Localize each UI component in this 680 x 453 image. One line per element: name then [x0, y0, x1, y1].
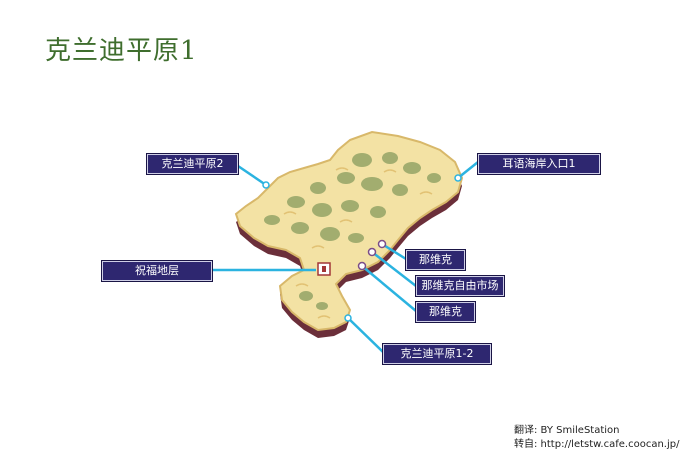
credit-source: 转自: http://letstw.cafe.coocan.jp/: [514, 439, 680, 450]
label-kerning-plain-2[interactable]: 克兰迪平原2: [146, 153, 239, 175]
vegetation-patches: [264, 152, 441, 310]
landmass: [234, 130, 464, 332]
credits: 翻译: BY SmileStation 转自: http://letstw.ca…: [514, 424, 679, 452]
label-navik[interactable]: 那维克: [405, 249, 466, 271]
credit-translation: 翻译: BY SmileStation: [514, 425, 620, 436]
label-navik-2[interactable]: 那维克: [415, 301, 476, 323]
label-whisper-coast-entrance[interactable]: 耳语海岸入口1: [477, 153, 601, 175]
terrain-texture: [283, 167, 433, 319]
label-blessing-stratum[interactable]: 祝福地层: [101, 260, 213, 282]
portal-markers: [262, 174, 462, 322]
label-navik-free-market[interactable]: 那维克自由市场: [415, 275, 505, 297]
connector-lines: [212, 161, 479, 353]
page-title: 克兰迪平原1: [45, 36, 198, 66]
label-kerning-plain-1-2[interactable]: 克兰迪平原1-2: [382, 343, 492, 365]
